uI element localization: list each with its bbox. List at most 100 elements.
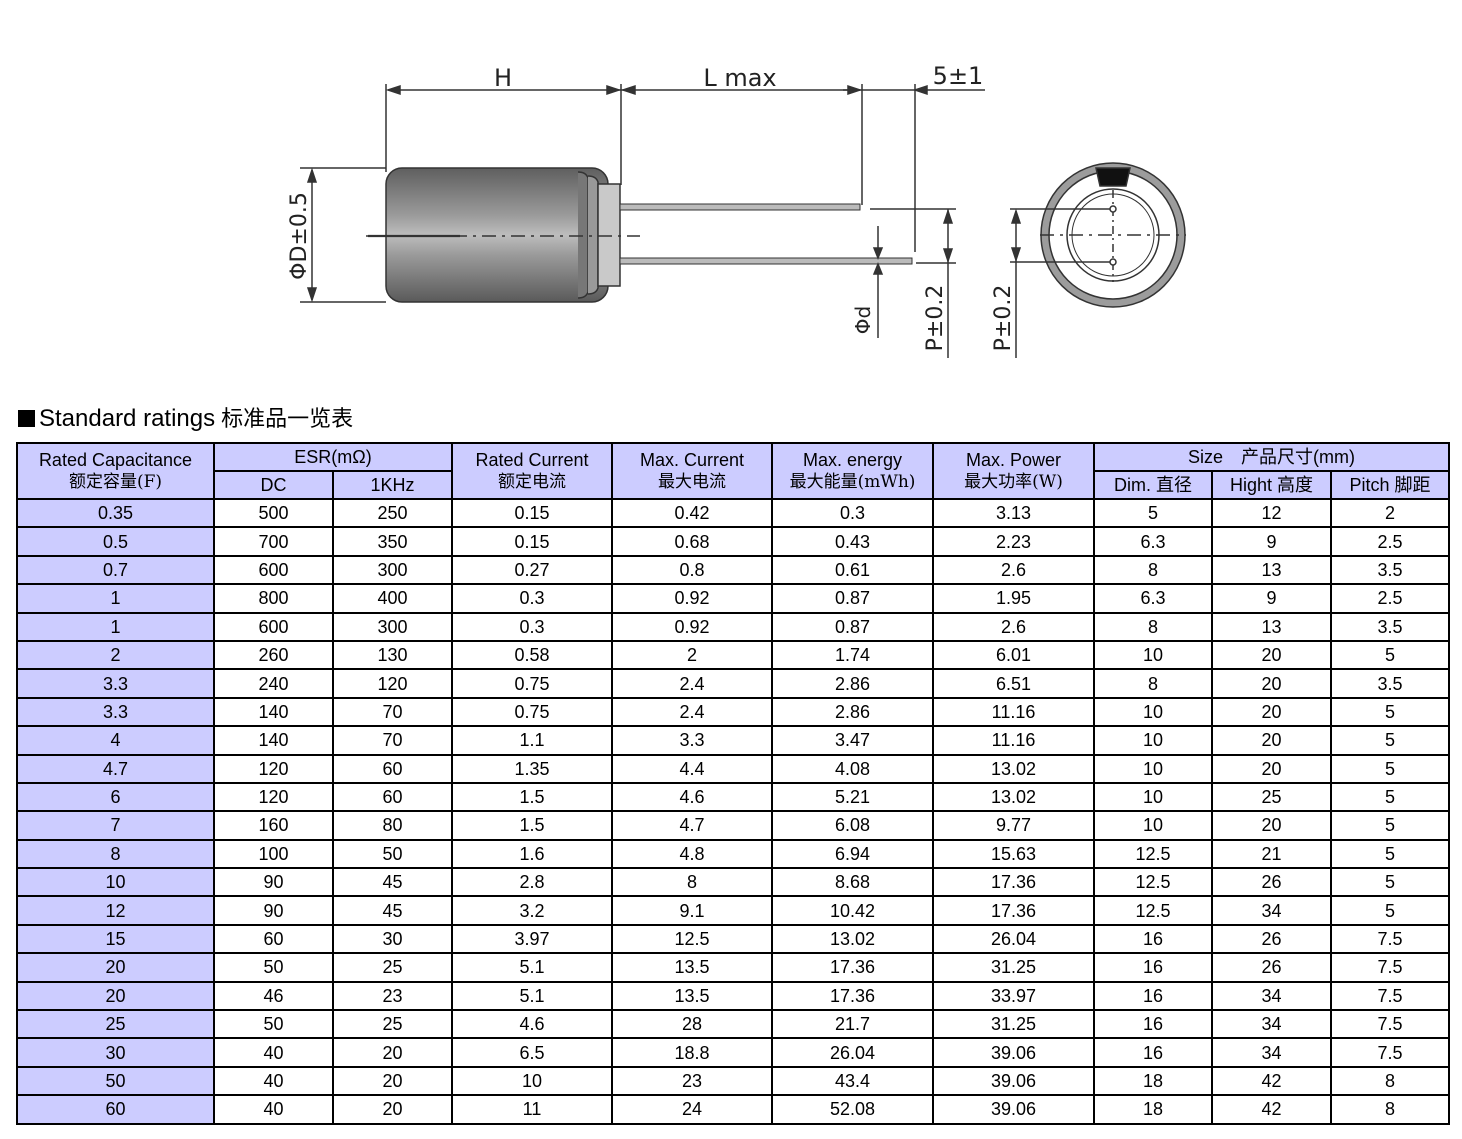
header-max-energy: Max. energy 最大能量(mWh) [771, 442, 935, 500]
cell-dim: 10 [1093, 696, 1214, 728]
cell-pitch: 2 [1330, 497, 1451, 529]
cell-capacitance: 0.7 [16, 554, 215, 586]
cell-esr-dc: 800 [213, 583, 334, 614]
cell-capacitance: 20 [16, 980, 215, 1012]
cell-max-energy: 2.86 [771, 668, 935, 699]
cell-max-energy: 4.08 [771, 753, 935, 784]
cell-esr-1khz: 70 [331, 725, 454, 756]
header-pitch: Pitch 脚距 [1330, 470, 1451, 500]
cell-pitch: 7.5 [1330, 980, 1451, 1012]
cell-height: 26 [1211, 923, 1333, 955]
cell-pitch: 5 [1330, 838, 1451, 870]
cell-max-current: 3.3 [611, 725, 774, 756]
cell-max-energy: 26.04 [771, 1037, 935, 1068]
cell-rated-current: 1.35 [451, 753, 614, 784]
label-lead-length: 5±1 [933, 62, 984, 90]
cell-dim: 12.5 [1093, 838, 1214, 870]
cell-esr-1khz: 350 [331, 526, 454, 557]
header-dim: Dim. 直径 [1093, 470, 1214, 500]
label-pitch-side: P±0.2 [923, 285, 948, 352]
cell-max-power: 2.23 [932, 526, 1096, 557]
cell-esr-1khz: 80 [331, 810, 454, 841]
square-bullet-icon [18, 410, 35, 427]
cell-esr-dc: 50 [213, 1009, 334, 1040]
cell-max-energy: 5.21 [771, 781, 935, 813]
header-esr-1khz: 1KHz [331, 470, 454, 500]
cell-dim: 10 [1093, 725, 1214, 756]
cell-dim: 10 [1093, 753, 1214, 784]
cell-rated-current: 5.1 [451, 952, 614, 983]
cell-esr-1khz: 400 [331, 583, 454, 614]
cell-max-energy: 0.3 [771, 497, 935, 529]
cell-max-power: 39.06 [932, 1094, 1096, 1125]
cell-height: 42 [1211, 1065, 1333, 1097]
header-rated-current: Rated Current 额定电流 [451, 442, 614, 500]
cell-capacitance: 8 [16, 838, 215, 870]
label-pitch-end: P±0.2 [991, 285, 1016, 352]
cell-capacitance: 20 [16, 952, 215, 983]
cell-max-power: 3.13 [932, 497, 1096, 529]
cell-rated-current: 10 [451, 1065, 614, 1097]
cell-max-power: 2.6 [932, 611, 1096, 642]
cell-pitch: 5 [1330, 753, 1451, 784]
cell-rated-current: 1.1 [451, 725, 614, 756]
cell-capacitance: 15 [16, 923, 215, 955]
cell-esr-dc: 40 [213, 1065, 334, 1097]
cell-esr-dc: 90 [213, 867, 334, 898]
header-max-power: Max. Power 最大功率(W) [932, 442, 1096, 500]
cell-esr-1khz: 45 [331, 895, 454, 926]
cell-max-power: 6.01 [932, 639, 1096, 671]
cell-esr-1khz: 25 [331, 952, 454, 983]
cell-max-energy: 0.87 [771, 583, 935, 614]
cell-dim: 5 [1093, 497, 1214, 529]
cell-dim: 16 [1093, 980, 1214, 1012]
cell-esr-dc: 260 [213, 639, 334, 671]
cell-max-power: 17.36 [932, 867, 1096, 898]
cell-esr-1khz: 50 [331, 838, 454, 870]
cell-rated-current: 0.75 [451, 668, 614, 699]
cell-rated-current: 6.5 [451, 1037, 614, 1068]
cell-dim: 10 [1093, 810, 1214, 841]
cell-esr-dc: 160 [213, 810, 334, 841]
cell-max-energy: 8.68 [771, 867, 935, 898]
cell-max-power: 6.51 [932, 668, 1096, 699]
cell-rated-current: 0.15 [451, 497, 614, 529]
header-capacitance: Rated Capacitance 额定容量(F) [16, 442, 215, 500]
cell-rated-current: 0.3 [451, 611, 614, 642]
cell-esr-1khz: 300 [331, 554, 454, 586]
cell-max-energy: 10.42 [771, 895, 935, 926]
cell-max-current: 2 [611, 639, 774, 671]
cell-pitch: 5 [1330, 781, 1451, 813]
cell-max-current: 0.8 [611, 554, 774, 586]
cell-esr-dc: 46 [213, 980, 334, 1012]
cell-max-current: 4.4 [611, 753, 774, 784]
cell-rated-current: 1.5 [451, 781, 614, 813]
cell-rated-current: 1.5 [451, 810, 614, 841]
cell-capacitance: 3.3 [16, 696, 215, 728]
cell-height: 26 [1211, 952, 1333, 983]
cell-dim: 8 [1093, 611, 1214, 642]
lead-upper [619, 203, 861, 211]
cell-capacitance: 60 [16, 1094, 215, 1125]
cell-capacitance: 1 [16, 611, 215, 642]
cell-pitch: 5 [1330, 696, 1451, 728]
cell-dim: 16 [1093, 952, 1214, 983]
cell-esr-dc: 120 [213, 753, 334, 784]
cell-max-energy: 17.36 [771, 980, 935, 1012]
cell-max-current: 4.6 [611, 781, 774, 813]
cell-max-power: 9.77 [932, 810, 1096, 841]
label-l-max: L max [703, 64, 776, 92]
cell-height: 20 [1211, 725, 1333, 756]
cell-capacitance: 0.35 [16, 497, 215, 529]
cell-pitch: 5 [1330, 895, 1451, 926]
label-lead-diameter: Φd [851, 306, 875, 334]
cell-esr-1khz: 30 [331, 923, 454, 955]
